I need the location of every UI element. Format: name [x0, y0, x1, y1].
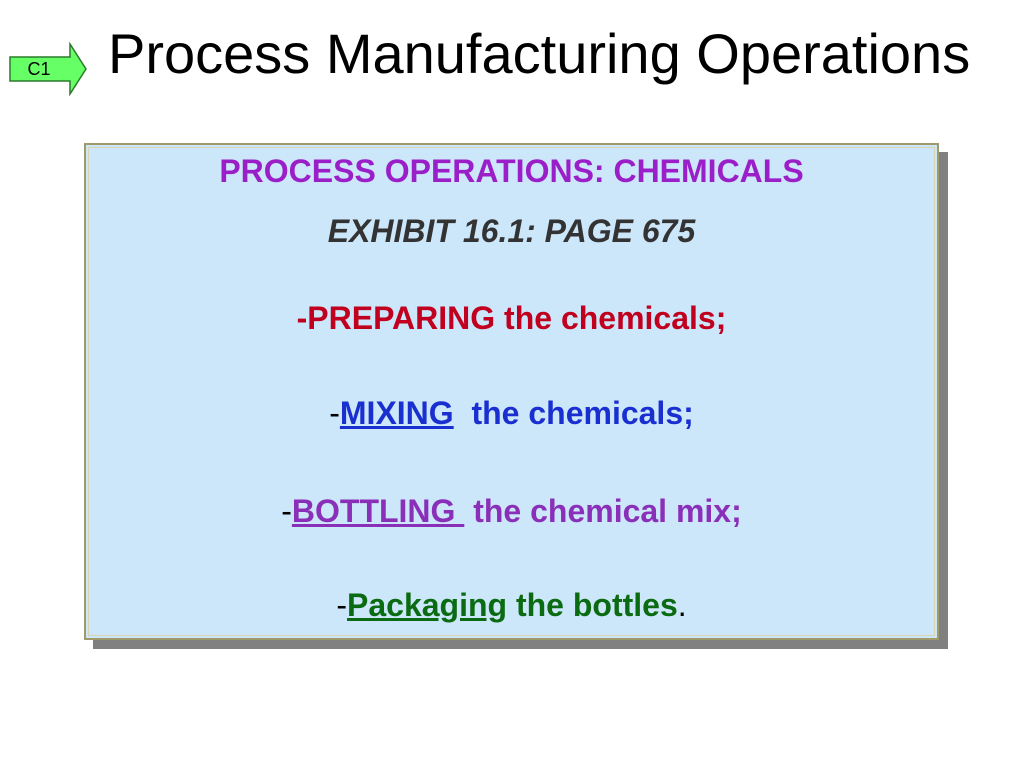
content-box: PROCESS OPERATIONS: CHEMICALS EXHIBIT 16…: [84, 143, 939, 640]
c1-arrow-icon: [8, 42, 88, 96]
item-suffix: .: [677, 587, 687, 623]
item-text: the chemicals;: [453, 395, 694, 431]
item-keyword: PREPARING: [307, 300, 496, 336]
box-heading: PROCESS OPERATIONS: CHEMICALS: [219, 153, 804, 189]
list-item-bottling: -BOTTLING the chemical mix;: [86, 493, 937, 530]
list-item-packaging: -Packaging the bottles.: [86, 587, 937, 624]
exhibit-reference: EXHIBIT 16.1: PAGE 675: [327, 213, 696, 249]
item-text: the bottles: [507, 587, 678, 623]
item-prefix: -: [296, 300, 308, 336]
c1-badge-label: C1: [27, 59, 51, 79]
item-keyword: Packaging: [347, 587, 508, 623]
item-text: the chemicals;: [495, 300, 727, 336]
item-prefix: -: [336, 587, 348, 623]
list-item-mixing: -MIXING the chemicals;: [86, 395, 937, 432]
item-prefix: -: [329, 395, 340, 431]
item-prefix: -: [281, 493, 292, 529]
list-item-preparing: -PREPARING the chemicals;: [86, 300, 937, 337]
page-title: Process Manufacturing Operations: [108, 22, 971, 85]
item-text: the chemical mix;: [464, 493, 742, 529]
item-keyword: BOTTLING: [291, 493, 465, 529]
item-keyword: MIXING: [339, 395, 454, 431]
